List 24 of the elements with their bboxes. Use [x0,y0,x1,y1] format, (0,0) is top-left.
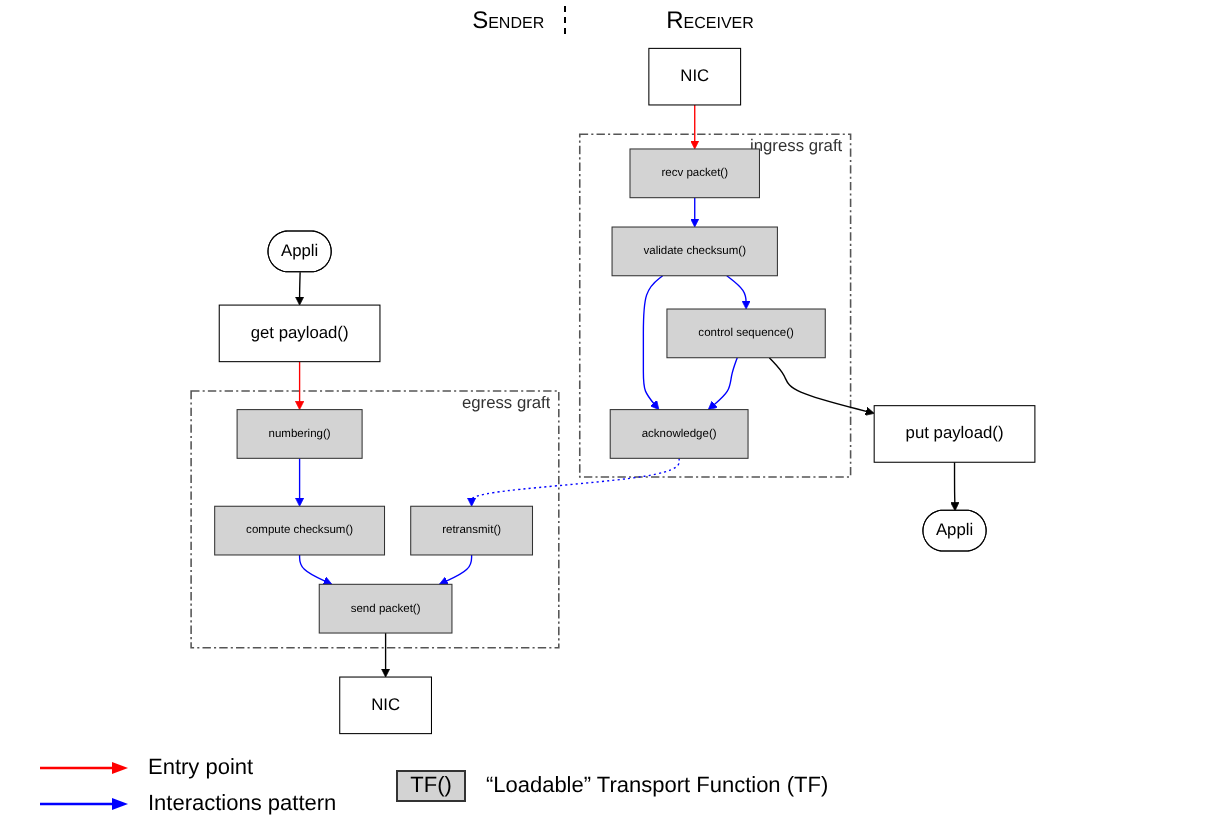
arrow [467,457,680,507]
arrow [768,357,875,416]
arrow [726,275,751,310]
arrow [295,361,305,410]
arrow [295,457,305,507]
arrow [690,104,700,150]
arrow [950,461,960,512]
arrow [295,271,305,306]
node-box: NIC [339,676,432,735]
arrow [381,632,391,678]
side-heading: Receiver [664,6,756,34]
legend-text: “Loadable” Transport Function (TF) [485,774,829,798]
node-box: NIC [648,47,742,106]
side-heading: Sender [452,6,567,34]
function-box-sample: TF() [396,770,466,802]
node-box: put payload() [873,405,1036,463]
arrow [298,554,333,586]
arrow [642,275,664,410]
node-box: get payload() [218,304,381,363]
legend-text: Entry point [148,756,254,780]
legend-text: Interactions pattern [148,792,337,816]
arrow [690,197,700,228]
arrow [707,357,738,410]
arrow [438,554,473,586]
